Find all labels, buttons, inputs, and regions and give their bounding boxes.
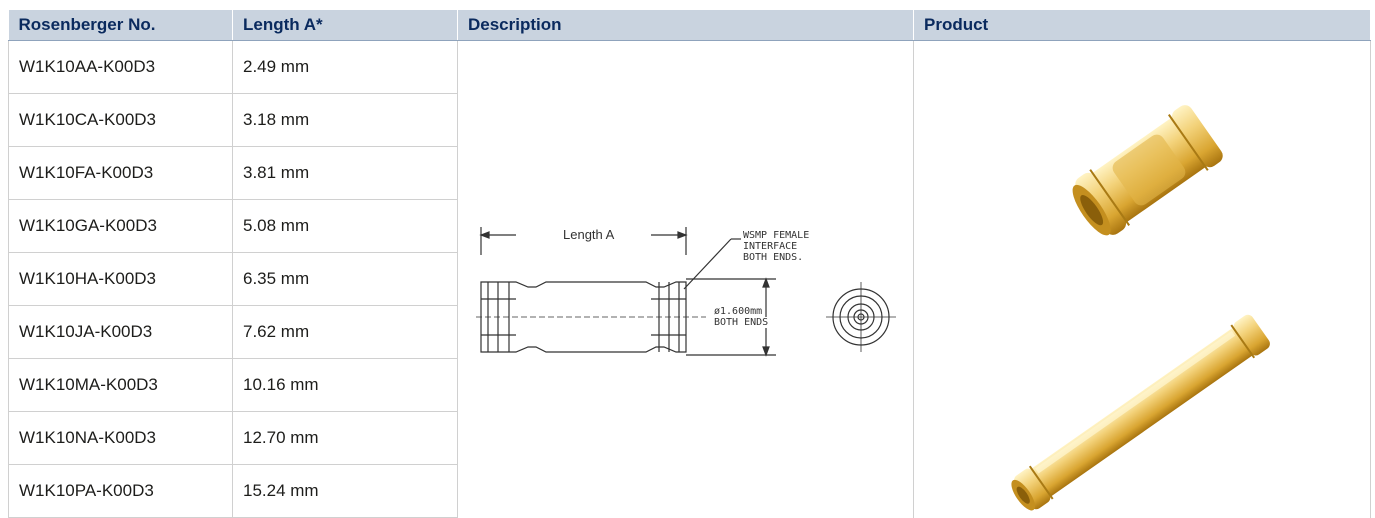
connector-drawing [476, 227, 896, 357]
length-cell: 10.16 mm [232, 358, 458, 412]
length-cell: 6.35 mm [232, 252, 458, 306]
table-header-row: Rosenberger No. Length A* Description Pr… [8, 10, 1371, 41]
technical-drawing: Length A WSMP FEMALE INTERFACE BOTH ENDS… [458, 42, 913, 516]
header-part-number: Rosenberger No. [8, 10, 233, 41]
description-cell: Length A WSMP FEMALE INTERFACE BOTH ENDS… [457, 40, 914, 518]
part-number-cell: W1K10CA-K00D3 [8, 93, 233, 147]
part-number-cell: W1K10FA-K00D3 [8, 146, 233, 200]
note-line-2: INTERFACE [743, 241, 798, 253]
long-adapter-photo [1011, 315, 1270, 511]
length-cell: 2.49 mm [232, 40, 458, 94]
connector-photos [1011, 105, 1270, 511]
table-row: W1K10FA-K00D3 3.81 mm [8, 146, 1371, 200]
note-line-3: BOTH ENDS. [743, 252, 804, 264]
part-number-cell: W1K10GA-K00D3 [8, 199, 233, 253]
table-row: W1K10CA-K00D3 3.18 mm [8, 93, 1371, 147]
short-adapter-photo [1072, 105, 1223, 236]
table-row: W1K10JA-K00D3 7.62 mm [8, 305, 1371, 359]
product-cell [913, 40, 1371, 518]
note-line-1: WSMP FEMALE [743, 230, 810, 242]
header-product: Product [913, 10, 1371, 41]
header-length: Length A* [232, 10, 458, 41]
length-cell: 7.62 mm [232, 305, 458, 359]
length-a-label: Length A [563, 227, 615, 243]
table-row: W1K10HA-K00D3 6.35 mm [8, 252, 1371, 306]
part-number-cell: W1K10HA-K00D3 [8, 252, 233, 306]
length-cell: 15.24 mm [232, 464, 458, 518]
part-number-cell: W1K10AA-K00D3 [8, 40, 233, 94]
part-number-cell: W1K10MA-K00D3 [8, 358, 233, 412]
table-row: W1K10GA-K00D3 5.08 mm [8, 199, 1371, 253]
product-photos [914, 42, 1368, 516]
table-row: W1K10MA-K00D3 10.16 mm [8, 358, 1371, 412]
clipped-heading-strip [0, 0, 1375, 10]
length-cell: 3.18 mm [232, 93, 458, 147]
length-cell: 3.81 mm [232, 146, 458, 200]
part-number-cell: W1K10JA-K00D3 [8, 305, 233, 359]
diameter-line-1: ø1.600mm [714, 306, 763, 318]
diameter-line-2: BOTH ENDS [714, 317, 769, 329]
part-number-cell: W1K10NA-K00D3 [8, 411, 233, 465]
length-cell: 12.70 mm [232, 411, 458, 465]
part-number-cell: W1K10PA-K00D3 [8, 464, 233, 518]
table-row: W1K10AA-K00D3 2.49 mm [8, 40, 1371, 518]
adapter-spec-table: Rosenberger No. Length A* Description Pr… [8, 10, 1371, 518]
table-row: W1K10NA-K00D3 12.70 mm [8, 411, 1371, 465]
length-cell: 5.08 mm [232, 199, 458, 253]
header-description: Description [457, 10, 914, 41]
